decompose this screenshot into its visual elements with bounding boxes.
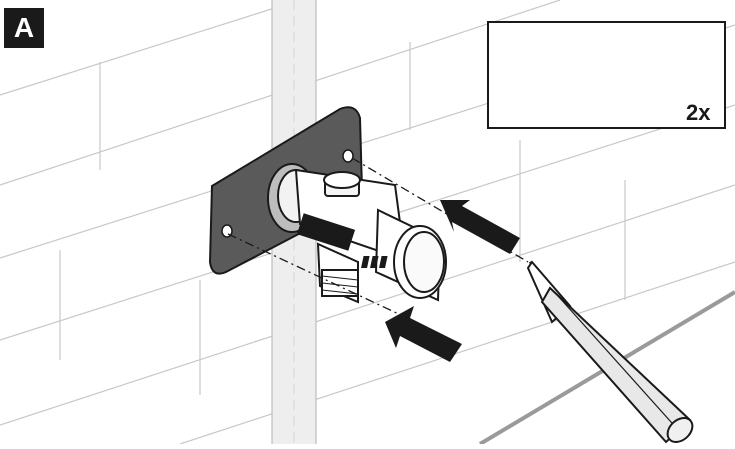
count-label: 2x xyxy=(686,100,711,125)
angle-valve xyxy=(267,163,447,304)
pencil-icon xyxy=(526,260,694,444)
arrow-upper xyxy=(440,200,520,254)
step-label: A xyxy=(4,8,44,48)
brand-logo xyxy=(307,221,388,268)
arrow-lower xyxy=(385,306,462,362)
alignment-lines xyxy=(227,157,529,325)
info-panel xyxy=(487,21,726,129)
plate-screw-hole-right xyxy=(342,149,354,163)
